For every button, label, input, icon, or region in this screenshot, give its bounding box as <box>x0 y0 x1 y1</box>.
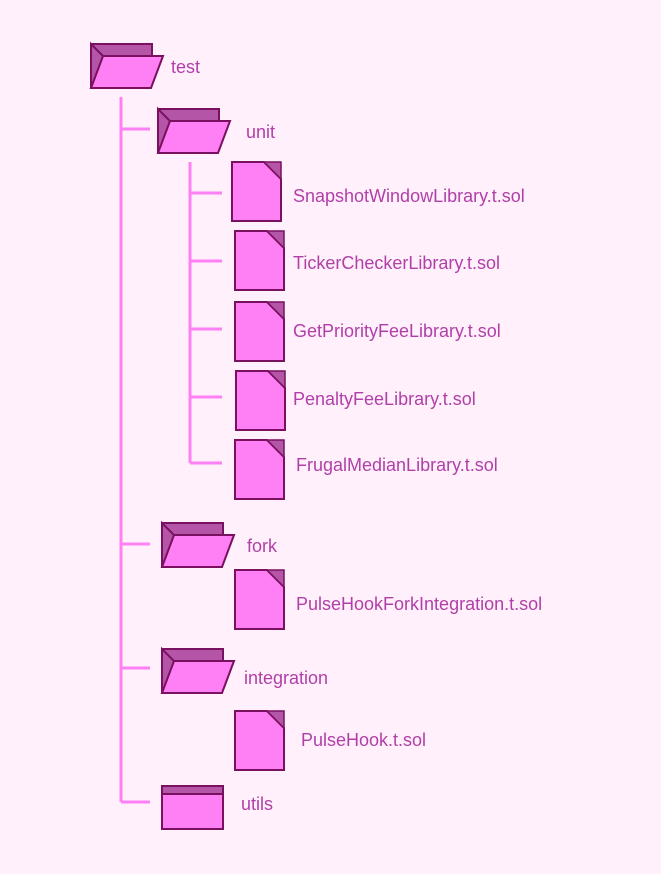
file-label: PenaltyFeeLibrary.t.sol <box>293 389 476 409</box>
open-folder-icon <box>160 646 236 694</box>
open-folder-icon <box>89 41 165 89</box>
folder-label-test: test <box>171 57 201 77</box>
file-label: SnapshotWindowLibrary.t.sol <box>293 186 525 206</box>
file-icon <box>234 569 285 630</box>
folder-label-fork: fork <box>247 536 278 556</box>
tree-connectors <box>119 97 222 804</box>
file-icon <box>234 301 285 362</box>
file-label: PulseHook.t.sol <box>301 730 427 750</box>
file-label: TickerCheckerLibrary.t.sol <box>293 253 501 273</box>
folder-label-integration: integration <box>244 668 329 688</box>
file-icon <box>235 370 286 431</box>
folder-label-unit: unit <box>246 122 276 142</box>
file-icon <box>234 439 285 500</box>
closed-folder-icon <box>161 785 224 830</box>
file-label: GetPriorityFeeLibrary.t.sol <box>293 321 501 341</box>
folder-label-utils: utils <box>241 794 274 814</box>
file-icon <box>234 230 285 291</box>
open-folder-icon <box>156 106 232 154</box>
open-folder-icon <box>160 520 236 568</box>
file-icon <box>234 710 285 771</box>
file-label: FrugalMedianLibrary.t.sol <box>296 455 498 475</box>
file-icon <box>231 161 282 222</box>
file-label: PulseHookForkIntegration.t.sol <box>296 594 543 614</box>
